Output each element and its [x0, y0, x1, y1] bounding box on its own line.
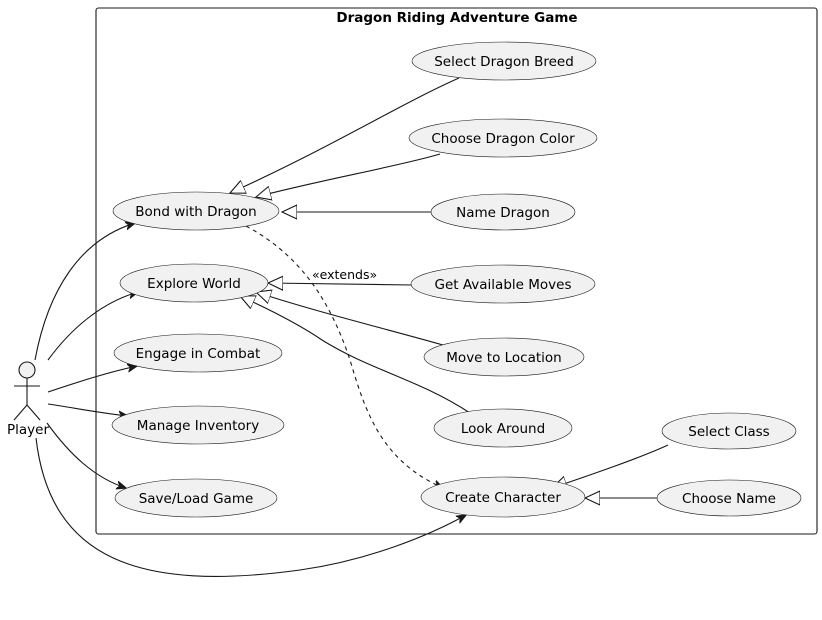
system-title: Dragon Riding Adventure Game	[336, 10, 577, 26]
assoc-create-character	[35, 437, 466, 577]
use-case-get-available-moves: Get Available Moves	[410, 264, 596, 304]
use-case-label: Choose Dragon Color	[431, 131, 575, 147]
use-case-engage-in-combat: Engage in Combat	[113, 333, 283, 373]
use-case-label: Bond with Dragon	[135, 204, 256, 220]
use-case-label: Choose Name	[682, 491, 776, 507]
use-case-explore-world: Explore World	[119, 263, 269, 303]
gen-choose-dragon-color	[256, 153, 441, 197]
actor-label: Player	[7, 422, 49, 438]
use-case-create-character: Create Character	[420, 476, 586, 518]
extends-relation: «extends»	[245, 225, 443, 488]
use-case-label: Engage in Combat	[136, 346, 261, 362]
player-actor: Player	[7, 361, 49, 438]
use-case-label: Select Dragon Breed	[434, 54, 574, 70]
assoc-engage-in-combat	[47, 366, 137, 393]
use-case-choose-dragon-color: Choose Dragon Color	[408, 118, 598, 158]
use-case-choose-name: Choose Name	[656, 479, 802, 517]
use-case-label: Create Character	[445, 490, 561, 506]
assoc-bond-with-dragon	[34, 223, 135, 361]
use-case-label: Look Around	[461, 421, 545, 437]
actor-associations	[34, 223, 466, 577]
use-case-look-around: Look Around	[433, 408, 573, 448]
gen-select-dragon-breed	[230, 77, 460, 193]
system-boundary: Dragon Riding Adventure Game	[95, 7, 818, 535]
extends-label: «extends»	[312, 267, 377, 282]
use-case-label: Name Dragon	[456, 205, 550, 221]
generalizations	[230, 77, 669, 498]
gen-move-to-location	[256, 292, 444, 346]
gen-look-around	[240, 296, 471, 414]
gen-select-class	[552, 444, 669, 488]
use-case-label: Move to Location	[446, 350, 561, 366]
assoc-save-load-game	[46, 422, 126, 488]
use-case-save-load-game: Save/Load Game	[114, 478, 278, 518]
use-case-move-to-location: Move to Location	[423, 337, 585, 377]
actor-head-icon	[18, 361, 36, 379]
use-case-name-dragon: Name Dragon	[430, 193, 576, 231]
use-case-select-class: Select Class	[661, 412, 797, 450]
assoc-manage-inventory	[47, 403, 128, 416]
gen-get-available-moves	[268, 283, 414, 285]
use-case-bond-with-dragon: Bond with Dragon	[112, 191, 280, 231]
use-case-label: Explore World	[147, 276, 241, 292]
extends-edge	[245, 225, 443, 488]
use-case-label: Manage Inventory	[137, 418, 259, 434]
use-case-label: Save/Load Game	[139, 491, 254, 507]
use-case-label: Get Available Moves	[435, 277, 572, 293]
use-case-select-dragon-breed: Select Dragon Breed	[411, 41, 597, 81]
use-case-manage-inventory: Manage Inventory	[111, 405, 285, 445]
use-case-label: Select Class	[688, 424, 769, 440]
assoc-explore-world	[47, 292, 138, 361]
